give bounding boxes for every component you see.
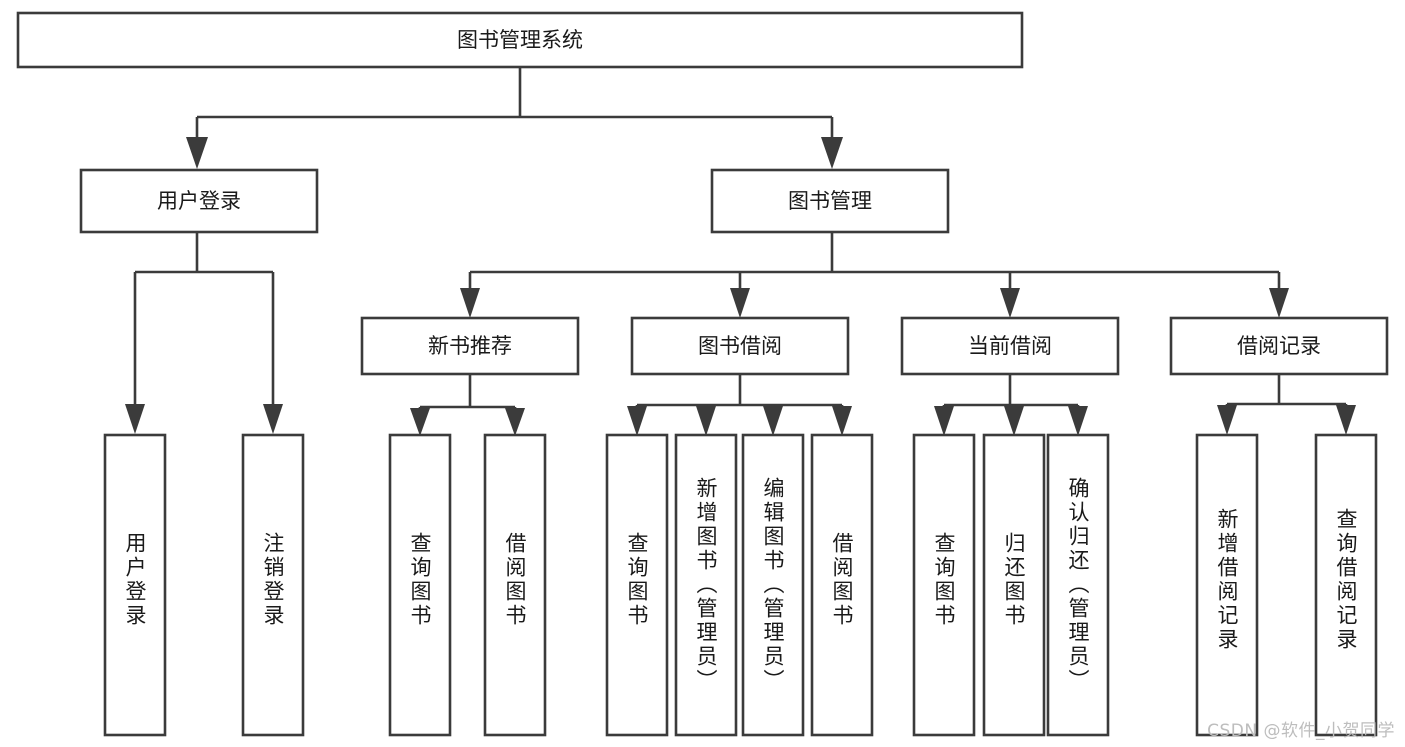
connector-bookmgmt-to-level3 <box>460 232 1289 318</box>
arrow-head-icon <box>1217 405 1237 435</box>
node-box[interactable] <box>982 433 1046 737</box>
node-book-borrow[interactable]: 图书借阅 <box>630 316 850 376</box>
node-box[interactable] <box>16 11 1024 69</box>
csdn-watermark: CSDN @软件_小贺同学 <box>1207 721 1395 741</box>
connector-userlogin-to-leaves <box>125 232 283 434</box>
connector-currentborrow-to-leaves <box>934 374 1088 436</box>
arrow-head-icon <box>821 137 843 169</box>
connector-bookborrow-to-leaves <box>627 374 852 436</box>
node-box[interactable] <box>1046 433 1110 737</box>
node-label: 查询图书 <box>625 532 649 628</box>
arrow-head-icon <box>410 408 430 436</box>
leaf-borrow-record-add[interactable]: 新增借阅记录 <box>1195 433 1259 737</box>
arrow-head-icon <box>505 408 525 436</box>
leaf-new-book-query[interactable]: 查询图书 <box>388 433 452 737</box>
node-new-book-recommend[interactable]: 新书推荐 <box>360 316 580 376</box>
arrow-head-icon <box>1336 405 1356 435</box>
node-box[interactable] <box>912 433 976 737</box>
node-box[interactable] <box>360 316 580 376</box>
node-label: 归还图书 <box>1002 532 1026 628</box>
node-label: 图书管理 <box>788 189 872 213</box>
node-user-login[interactable]: 用户登录 <box>79 168 319 234</box>
arrow-head-icon <box>125 404 145 434</box>
node-book-management[interactable]: 图书管理 <box>710 168 950 234</box>
node-box[interactable] <box>605 433 669 737</box>
arrow-head-icon <box>696 406 716 436</box>
connector-borrowrecord-to-leaves <box>1217 374 1356 435</box>
node-label: 注销登录 <box>261 532 285 628</box>
leaf-user-login-login[interactable]: 用户登录 <box>103 433 167 737</box>
node-label: 确认归还（管理员） <box>1066 477 1090 693</box>
node-box[interactable] <box>241 433 305 737</box>
arrow-head-icon <box>460 288 480 318</box>
leaf-book-borrow-edit[interactable]: 编辑图书（管理员） <box>741 433 805 737</box>
node-borrow-record[interactable]: 借阅记录 <box>1169 316 1389 376</box>
node-label: 借阅记录 <box>1237 334 1321 358</box>
leaf-new-book-borrow[interactable]: 借阅图书 <box>483 433 547 737</box>
arrow-head-icon <box>186 137 208 169</box>
node-label: 图书借阅 <box>698 334 782 358</box>
node-box[interactable] <box>710 168 950 234</box>
arrow-head-icon <box>627 406 647 436</box>
arrow-head-icon <box>934 406 954 436</box>
node-label: 借阅图书 <box>830 532 854 628</box>
arrow-head-icon <box>1004 406 1024 436</box>
node-box[interactable] <box>103 433 167 737</box>
node-box[interactable] <box>1314 433 1378 737</box>
node-box[interactable] <box>483 433 547 737</box>
node-label: 用户登录 <box>157 189 241 213</box>
node-box[interactable] <box>630 316 850 376</box>
node-label: 查询借阅记录 <box>1334 508 1358 652</box>
node-label: 用户登录 <box>123 532 147 628</box>
node-box[interactable] <box>1195 433 1259 737</box>
leaf-book-borrow-query[interactable]: 查询图书 <box>605 433 669 737</box>
node-label: 查询图书 <box>408 532 432 628</box>
connector-newbook-to-leaves <box>410 374 525 436</box>
node-box[interactable] <box>79 168 319 234</box>
node-box[interactable] <box>741 433 805 737</box>
node-box[interactable] <box>900 316 1120 376</box>
node-label: 当前借阅 <box>968 334 1052 358</box>
arrow-head-icon <box>1269 288 1289 318</box>
leaf-user-login-logout[interactable]: 注销登录 <box>241 433 305 737</box>
node-current-borrow[interactable]: 当前借阅 <box>900 316 1120 376</box>
arrow-head-icon <box>1068 406 1088 436</box>
node-box[interactable] <box>674 433 738 737</box>
node-box[interactable] <box>810 433 874 737</box>
connector-root-to-level2 <box>186 67 843 169</box>
node-label: 查询图书 <box>932 532 956 628</box>
leaf-book-borrow-add[interactable]: 新增图书（管理员） <box>674 433 738 737</box>
leaf-current-borrow-return[interactable]: 归还图书 <box>982 433 1046 737</box>
node-box[interactable] <box>1169 316 1389 376</box>
node-label: 编辑图书（管理员） <box>761 477 785 693</box>
arrow-head-icon <box>1000 288 1020 318</box>
arrow-head-icon <box>730 288 750 318</box>
node-label: 借阅图书 <box>503 532 527 628</box>
arrow-head-icon <box>763 406 783 436</box>
arrow-head-icon <box>263 404 283 434</box>
leaf-current-borrow-confirm[interactable]: 确认归还（管理员） <box>1046 433 1110 737</box>
node-label: 图书管理系统 <box>457 28 583 52</box>
leaf-book-borrow-borrow[interactable]: 借阅图书 <box>810 433 874 737</box>
node-label: 新书推荐 <box>428 334 512 358</box>
node-box[interactable] <box>388 433 452 737</box>
leaf-borrow-record-query[interactable]: 查询借阅记录 <box>1314 433 1378 737</box>
leaf-current-borrow-query[interactable]: 查询图书 <box>912 433 976 737</box>
node-root-book-management-system[interactable]: 图书管理系统 <box>16 11 1024 69</box>
node-label: 新增借阅记录 <box>1215 508 1239 652</box>
node-label: 新增图书（管理员） <box>694 477 718 693</box>
arrow-head-icon <box>832 406 852 436</box>
